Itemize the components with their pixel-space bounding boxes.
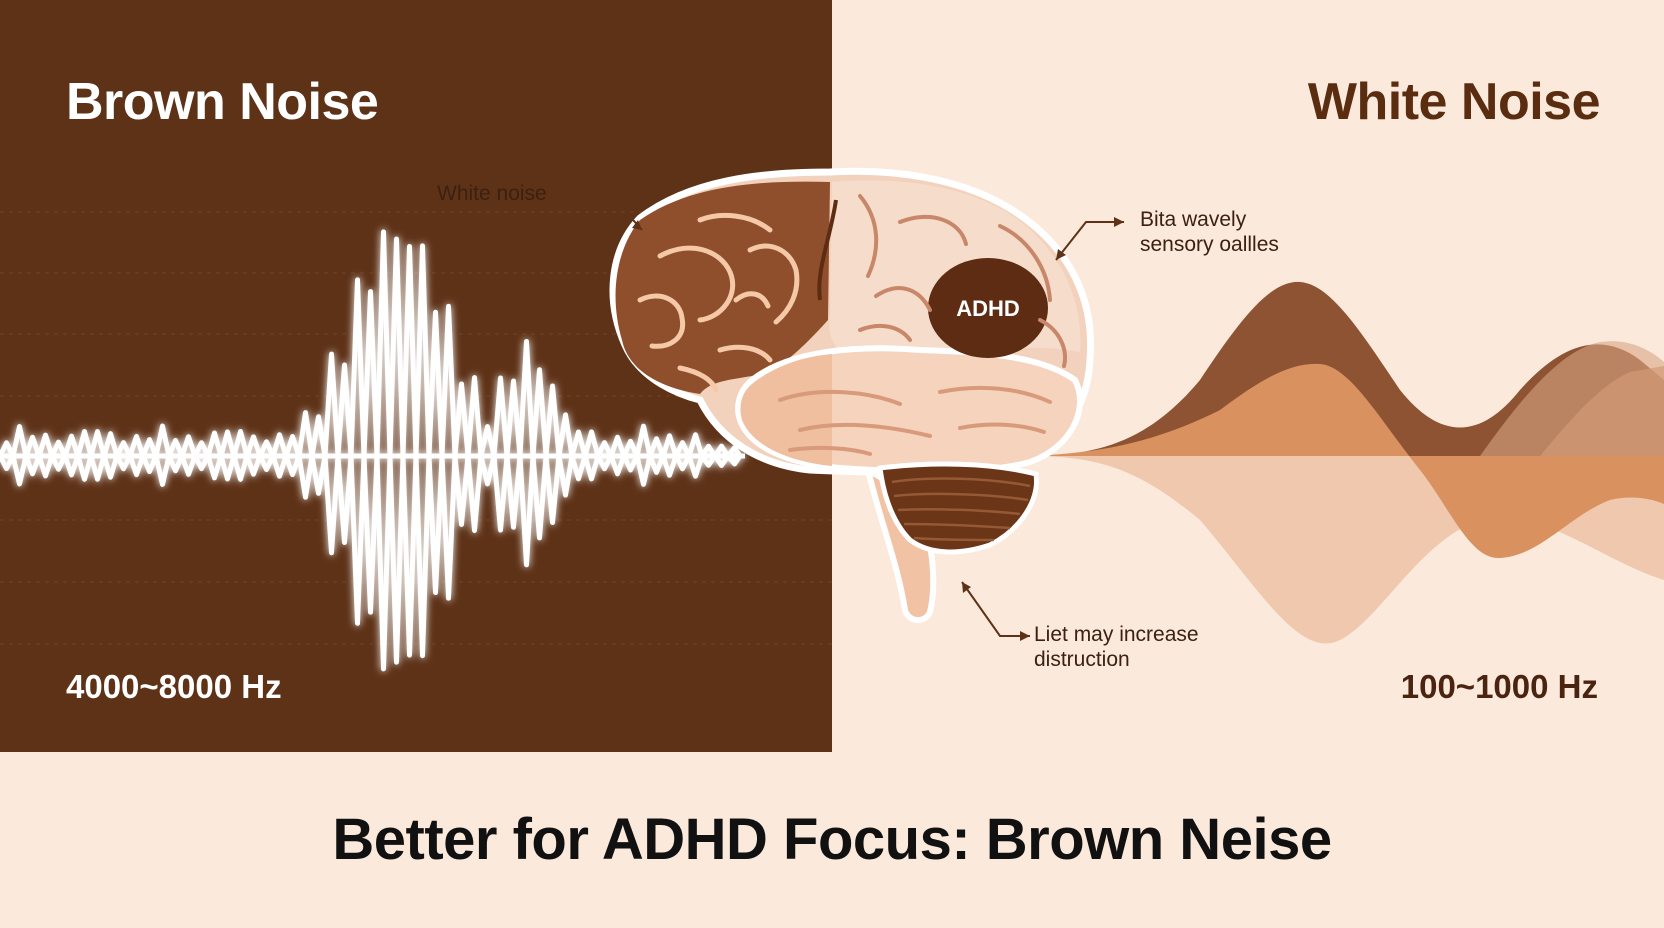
cerebellum-folds	[891, 477, 1031, 542]
brain-illustration	[609, 167, 1095, 623]
brown-noise-waveform	[0, 229, 745, 672]
annotation-arrowheads	[574, 189, 1124, 641]
annotation-distraction: Liet may increase distruction	[1034, 622, 1199, 672]
central-fissure	[817, 199, 838, 301]
footer-title: Better for ADHD Focus: Brown Neise	[332, 807, 1332, 872]
parietal-gyri	[858, 194, 1067, 368]
white-noise-wave-light-right	[1480, 341, 1664, 456]
waveform-upper	[0, 229, 743, 459]
adhd-region-label: ADHD	[956, 296, 1020, 321]
annotation-white-noise: White noise	[437, 182, 547, 205]
white-noise-title: White Noise	[1307, 73, 1601, 131]
white-noise-wave-mid	[1010, 363, 1664, 559]
annotation-beta-line2: sensory oallles	[1140, 233, 1279, 256]
white-noise-wave-dark	[1030, 281, 1664, 456]
annotation-distraction-line1: Liet may increase	[1034, 623, 1199, 646]
waveform-lower	[0, 453, 743, 672]
arrow-beta	[1055, 221, 1124, 261]
annotation-beta-wave: Bita wavely sensory oallles	[1140, 207, 1279, 257]
brown-noise-title: Brown Noise	[66, 73, 379, 131]
white-noise-waves	[1010, 281, 1664, 644]
annotation-distraction-line2: distruction	[1034, 648, 1130, 671]
frontal-gyri	[637, 212, 800, 393]
temporal-gyri	[778, 385, 1052, 456]
adhd-region	[928, 258, 1048, 358]
brain-temporal-shade	[740, 354, 832, 466]
white-noise-frequency: 100~1000 Hz	[1400, 668, 1598, 705]
brown-noise-frequency: 4000~8000 Hz	[66, 668, 282, 705]
arrow-white-noise	[574, 193, 643, 231]
annotation-beta-line1: Bita wavely	[1140, 208, 1247, 231]
brain-frontal-lobe	[615, 181, 830, 394]
brain-cerebellum	[877, 461, 1039, 555]
